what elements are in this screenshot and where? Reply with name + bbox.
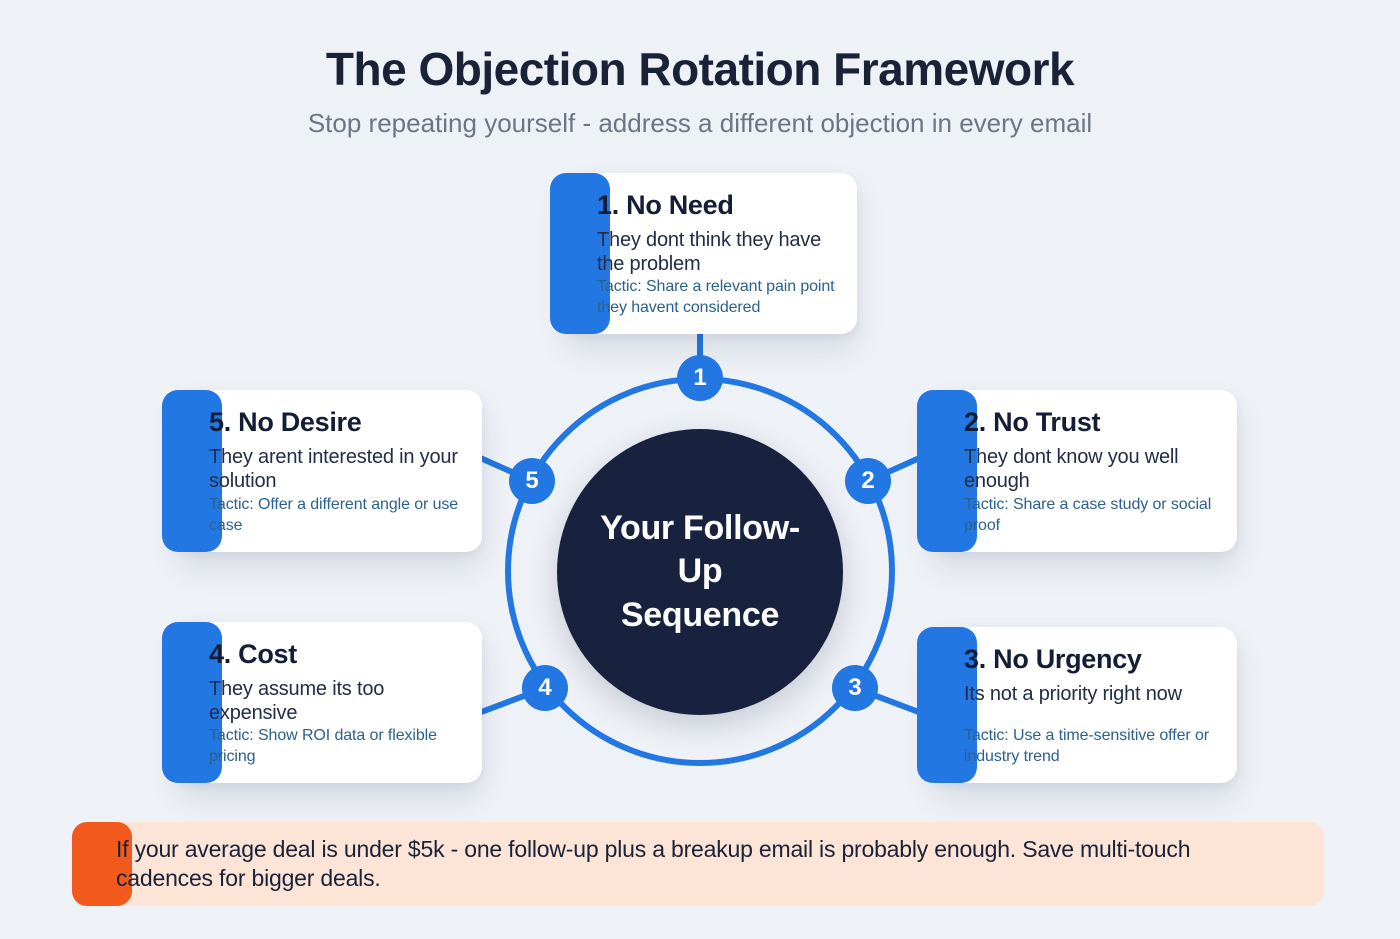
card-tactic: Tactic: Offer a different angle or use c… <box>209 496 459 535</box>
card-description: Its not a priority right now <box>964 683 1182 705</box>
ring-node-1-number: 1 <box>693 364 707 391</box>
ring-node-2-number: 2 <box>861 467 875 494</box>
objection-card-cost: 4. Cost They assume its too expensive Ta… <box>162 622 482 783</box>
card-title: 1. No Need <box>597 190 734 220</box>
ring-node-2: 2 <box>845 458 891 504</box>
ring-node-3: 3 <box>832 665 878 711</box>
card-tactic: Tactic: Share a case study or social pro… <box>964 496 1212 535</box>
advice-callout: If your average deal is under $5k - one … <box>72 822 1324 906</box>
card-title: 4. Cost <box>209 639 297 669</box>
card-description: They arent interested in your solution <box>209 446 458 493</box>
card-tactic: Tactic: Use a time-sensitive offer or in… <box>964 727 1209 766</box>
card-description: They assume its too expensive <box>209 678 385 725</box>
ring-node-4: 4 <box>522 665 568 711</box>
ring-node-4-number: 4 <box>538 674 552 701</box>
card-tactic: Tactic: Show ROI data or flexible pricin… <box>209 727 437 766</box>
advice-callout-text: If your average deal is under $5k - one … <box>116 836 1191 891</box>
card-title: 2. No Trust <box>964 407 1101 437</box>
central-hub-circle: Your Follow-Up Sequence <box>557 429 843 715</box>
card-description: They dont know you well enough <box>964 446 1179 493</box>
objection-card-no-trust: 2. No Trust They dont know you well enou… <box>917 390 1237 552</box>
ring-node-5: 5 <box>509 458 555 504</box>
card-title: 5. No Desire <box>209 407 362 437</box>
card-tactic: Tactic: Share a relevant pain point they… <box>597 278 835 317</box>
page-subtitle: Stop repeating yourself - address a diff… <box>307 108 1093 138</box>
central-hub-label: Your Follow-Up Sequence <box>600 508 800 634</box>
objection-card-no-need: 1. No Need They dont think they have the… <box>550 173 857 334</box>
ring-node-3-number: 3 <box>848 674 862 701</box>
card-title: 3. No Urgency <box>964 644 1142 674</box>
page-title: The Objection Rotation Framework <box>325 43 1075 95</box>
card-description: They dont think they have the problem <box>597 229 822 276</box>
objection-card-no-desire: 5. No Desire They arent interested in yo… <box>162 390 482 552</box>
ring-node-5-number: 5 <box>525 467 539 494</box>
ring-node-1: 1 <box>677 355 723 401</box>
objection-card-no-urgency: 3. No Urgency Its not a priority right n… <box>917 627 1237 783</box>
